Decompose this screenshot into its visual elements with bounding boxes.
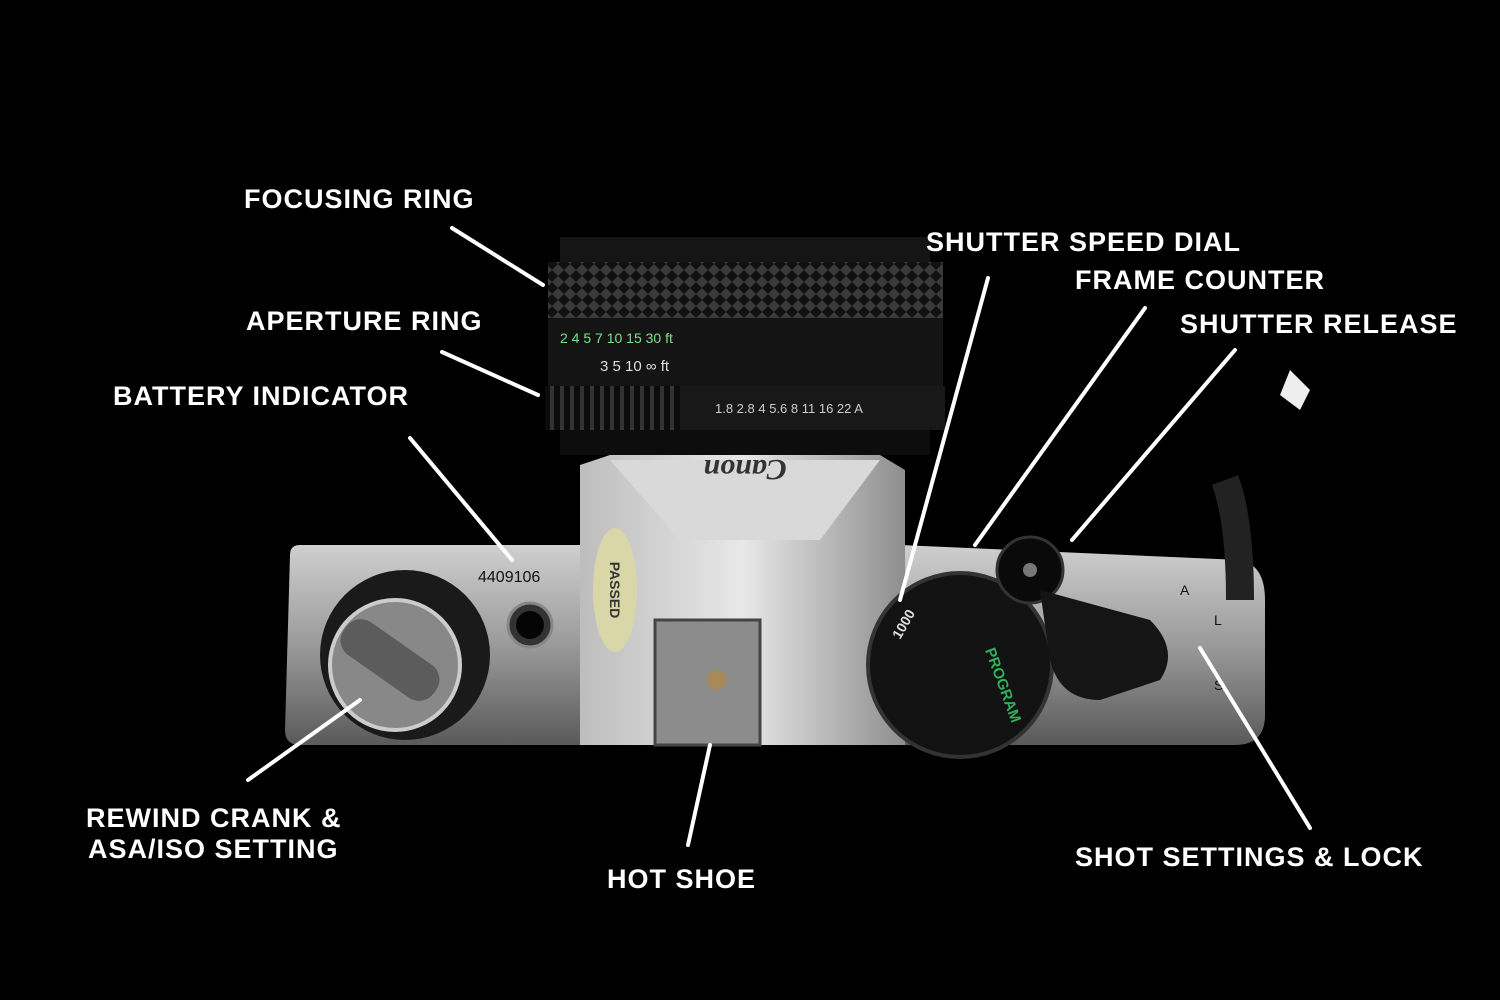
camera-body: Canon PASSED 4409106 PROGRAM 1000 A L S [285,370,1310,759]
focusing-ring-knurl [548,262,943,318]
focus-scale-m: 2 4 5 7 10 15 30 ft [560,330,673,346]
line-frame-counter [973,306,1147,547]
passed-text: PASSED [607,562,623,619]
brand-logo: Canon [703,453,786,486]
label-aperture-ring: APERTURE RING [246,306,483,336]
lever-mark-s: S [1214,677,1223,693]
focus-scale-ft: 3 5 10 ∞ ft [600,358,670,375]
strap [1211,475,1254,601]
label-shot-settings-lock: SHOT SETTINGS & LOCK [1075,842,1424,872]
line-shutter-release [1070,348,1237,542]
label-battery-indicator: BATTERY INDICATOR [113,381,410,411]
label-hot-shoe: HOT SHOE [607,864,757,894]
label-focusing-ring: FOCUSING RING [244,184,475,214]
lever-mark-a: A [1180,582,1190,598]
serial-number: 4409106 [478,569,540,586]
label-shutter-speed-dial: SHUTTER SPEED DIAL [926,227,1242,257]
lever-mark-l: L [1214,612,1222,628]
line-shutter-speed-dial [898,276,990,602]
line-shot-settings [1198,646,1312,830]
line-hot-shoe [686,743,712,847]
passed-sticker [593,528,637,652]
line-battery-indicator [408,436,514,562]
line-aperture-ring [440,350,540,397]
line-rewind-crank [246,698,362,782]
label-rewind-crank-line2: ASA/ISO SETTING [88,834,339,864]
label-frame-counter: FRAME COUNTER [1075,265,1325,295]
lens: 2 4 5 7 10 15 30 ft 3 5 10 ∞ ft 1.8 2.8 … [545,237,945,455]
line-focusing-ring [450,226,545,287]
label-rewind-crank-line1: REWIND CRANK & [86,803,342,833]
lock-lever [1040,590,1168,700]
aperture-scale: 1.8 2.8 4 5.6 8 11 16 22 A [715,401,863,416]
label-shutter-release: SHUTTER RELEASE [1180,309,1458,339]
leader-lines [246,226,1312,847]
